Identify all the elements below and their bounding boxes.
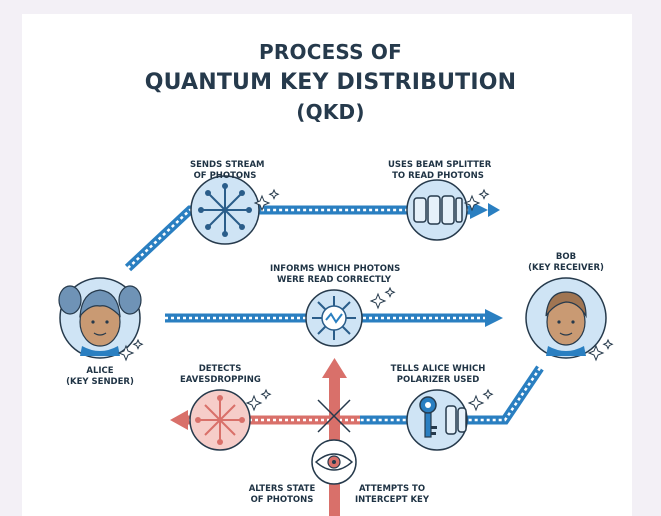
title-line-2: QUANTUM KEY DISTRIBUTION <box>144 70 517 95</box>
eavesdrop-arrowhead <box>170 410 188 430</box>
alice-label: ALICE(KEY SENDER) <box>66 366 134 387</box>
title-line-3: (QKD) <box>296 100 365 124</box>
bob-label: BOB(KEY RECEIVER) <box>528 252 604 273</box>
informs-arrowhead <box>485 309 503 327</box>
beam-splitter-icon <box>406 179 468 241</box>
alice-avatar <box>58 277 142 359</box>
intercept-arrow <box>322 358 347 516</box>
photon-stream-path <box>124 201 500 272</box>
bob-avatar <box>525 277 607 359</box>
eye-icon <box>311 399 357 485</box>
title-line-1: PROCESS OF <box>259 40 402 64</box>
sparkle-icons <box>117 188 614 412</box>
verified-photon-icon <box>305 289 363 347</box>
photon-burst-icon <box>190 175 260 245</box>
eavesdrop-burst-icon <box>189 389 251 451</box>
stream-arrowhead <box>470 201 488 219</box>
diagram-card <box>22 14 632 516</box>
polarizer-key-icon <box>406 389 468 451</box>
